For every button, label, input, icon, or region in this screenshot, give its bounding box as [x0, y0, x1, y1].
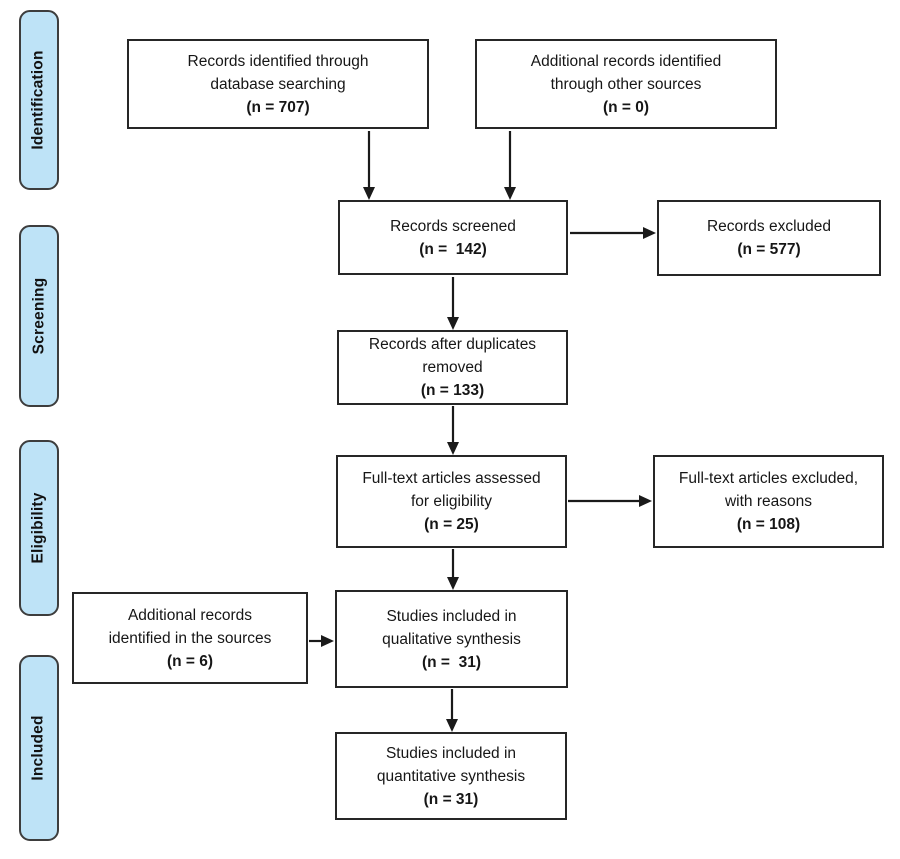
box-text-line: Records excluded	[706, 218, 832, 235]
arrow-other-sources-to-screened	[504, 131, 516, 200]
box-fulltext-excluded-with-reasons: Full-text articles excluded, with reason…	[653, 455, 884, 548]
box-count: (n = 133)	[420, 382, 485, 399]
box-text-line: Additional records identified	[530, 52, 722, 70]
box-text-line: Full-text articles assessed	[362, 470, 541, 487]
arrow-screened-to-duplicates	[447, 277, 459, 330]
box-count: (n = 0)	[602, 98, 650, 116]
box-text-line: quantitative synthesis	[376, 767, 526, 785]
box-records-screened: Records screened (n = 142)	[338, 200, 568, 275]
box-count: (n = 31)	[421, 653, 481, 671]
box-count: (n = 25)	[424, 516, 479, 533]
box-additional-records-in-sources: Additional records identified in the sou…	[72, 592, 308, 684]
box-text-line: Full-text articles excluded,	[678, 470, 859, 487]
arrow-screened-to-excluded	[570, 227, 656, 239]
stage-label-text: Eligibility	[30, 492, 48, 564]
stage-label-screening: Screening	[19, 225, 59, 407]
box-text-line: Studies included in	[385, 744, 517, 762]
stage-label-included: Included	[19, 655, 59, 841]
box-additional-records-other-sources: Additional records identified through ot…	[475, 39, 777, 129]
stage-label-identification: Identification	[19, 10, 59, 190]
box-count: (n = 108)	[736, 516, 801, 533]
box-text-line: removed	[422, 359, 483, 376]
box-count: (n = 6)	[166, 652, 214, 670]
arrow-database-to-screened	[363, 131, 375, 200]
box-studies-quantitative-synthesis: Studies included in quantitative synthes…	[335, 732, 567, 820]
box-text-line: Records screened	[390, 217, 516, 235]
box-count: (n = 707)	[246, 98, 310, 116]
arrow-duplicates-to-fulltext	[447, 406, 459, 455]
box-text-line: Records identified through	[187, 52, 369, 70]
stage-label-text: Included	[30, 715, 48, 781]
box-text-line: with reasons	[724, 493, 812, 510]
box-text-line: Studies included in	[386, 607, 517, 625]
box-records-excluded: Records excluded (n = 577)	[657, 200, 881, 276]
stage-label-text: Screening	[30, 277, 47, 355]
box-text-line: identified in the sources	[108, 629, 272, 647]
box-count: (n = 31)	[423, 790, 479, 808]
box-count: (n = 142)	[419, 240, 487, 258]
box-text-line: through other sources	[550, 75, 702, 93]
box-records-identified-database: Records identified through database sear…	[127, 39, 429, 129]
box-text-line: Records after duplicates	[368, 336, 537, 353]
stage-label-text: Identification	[30, 50, 47, 150]
box-text-line: database searching	[210, 75, 346, 93]
arrow-sources-to-qualitative	[309, 635, 334, 647]
box-studies-qualitative-synthesis: Studies included in qualitative synthesi…	[335, 590, 568, 688]
arrow-qualitative-to-quantitative	[446, 689, 458, 732]
stage-label-eligibility: Eligibility	[19, 440, 59, 616]
box-records-after-duplicates-removed: Records after duplicates removed (n = 13…	[337, 330, 568, 405]
box-text-line: qualitative synthesis	[382, 630, 521, 648]
box-fulltext-assessed-eligibility: Full-text articles assessed for eligibil…	[336, 455, 567, 548]
arrow-fulltext-to-ft-excluded	[568, 495, 652, 507]
arrow-fulltext-to-qualitative	[447, 549, 459, 590]
box-text-line: for eligibility	[411, 493, 492, 510]
box-text-line: Additional records	[127, 606, 253, 624]
box-count: (n = 577)	[737, 241, 801, 258]
